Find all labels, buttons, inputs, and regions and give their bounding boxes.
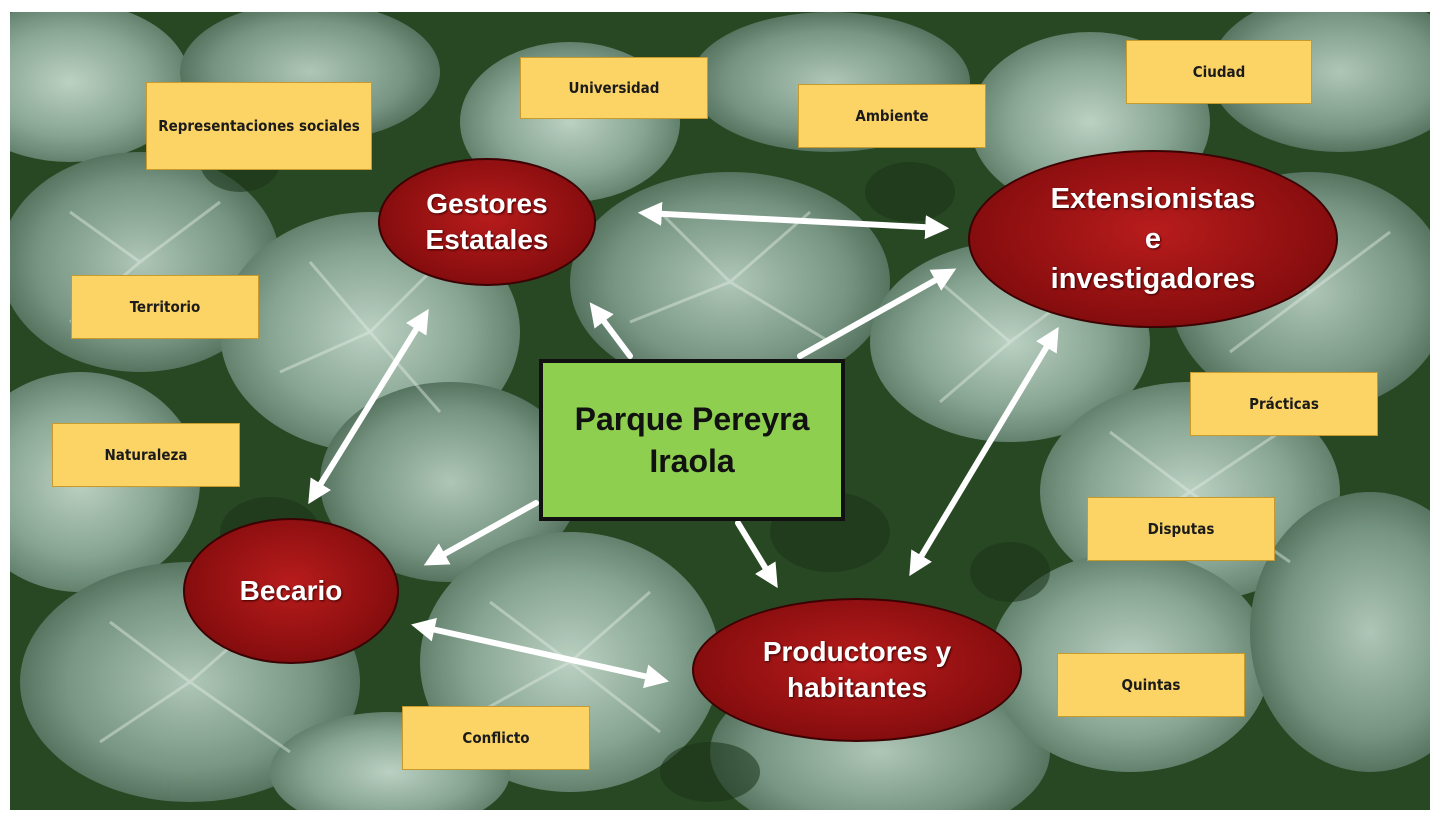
concept-label: Conflicto [462, 729, 530, 747]
concept-label: Territorio [129, 298, 201, 316]
concept-label: Representaciones sociales [158, 117, 360, 135]
arrow-becario-productores [410, 617, 670, 689]
node-label: Becario [239, 575, 343, 606]
arrow-center-productores [735, 520, 778, 589]
concept-label: Naturaleza [104, 446, 188, 464]
arrow-gestores-extensionistas [637, 201, 950, 240]
arrow-center-extensionistas [797, 268, 957, 359]
concept-quintas: Quintas [1057, 653, 1245, 717]
concept-conflicto: Conflicto [402, 706, 590, 770]
concept-practicas: Prácticas [1190, 372, 1378, 436]
arrow-center-becario [423, 500, 539, 566]
arrow-extensionistas-productores [909, 326, 1059, 577]
concept-ambiente: Ambiente [798, 84, 986, 148]
node-label: Productores y habitantes [762, 636, 952, 703]
concept-disputas: Disputas [1087, 497, 1275, 561]
node-extensionistas-investigadores: Extensionistas e investigadores [968, 150, 1338, 328]
concept-universidad: Universidad [520, 57, 708, 119]
concept-ciudad: Ciudad [1126, 40, 1312, 104]
concept-label: Ambiente [855, 107, 929, 125]
concept-label: Disputas [1147, 520, 1215, 538]
concept-label: Quintas [1121, 676, 1181, 694]
concept-label: Ciudad [1192, 63, 1246, 81]
arrow-center-gestores [589, 302, 633, 359]
concept-representaciones-sociales: Representaciones sociales [146, 82, 372, 170]
node-label: Gestores Estatales [425, 188, 549, 255]
center-label: Parque Pereyra Iraola [574, 401, 810, 479]
node-gestores-estatales: Gestores Estatales [378, 158, 596, 286]
concept-label: Prácticas [1249, 395, 1319, 413]
node-label: Extensionistas e investigadores [1050, 183, 1256, 295]
node-becario: Becario [183, 518, 399, 664]
center-parque-pereyra-iraola: Parque Pereyra Iraola [539, 359, 845, 521]
arrow-gestores-becario [308, 308, 429, 505]
node-productores-habitantes: Productores y habitantes [692, 598, 1022, 742]
concept-naturaleza: Naturaleza [52, 423, 240, 487]
concept-label: Universidad [568, 79, 660, 97]
concept-territorio: Territorio [71, 275, 259, 339]
